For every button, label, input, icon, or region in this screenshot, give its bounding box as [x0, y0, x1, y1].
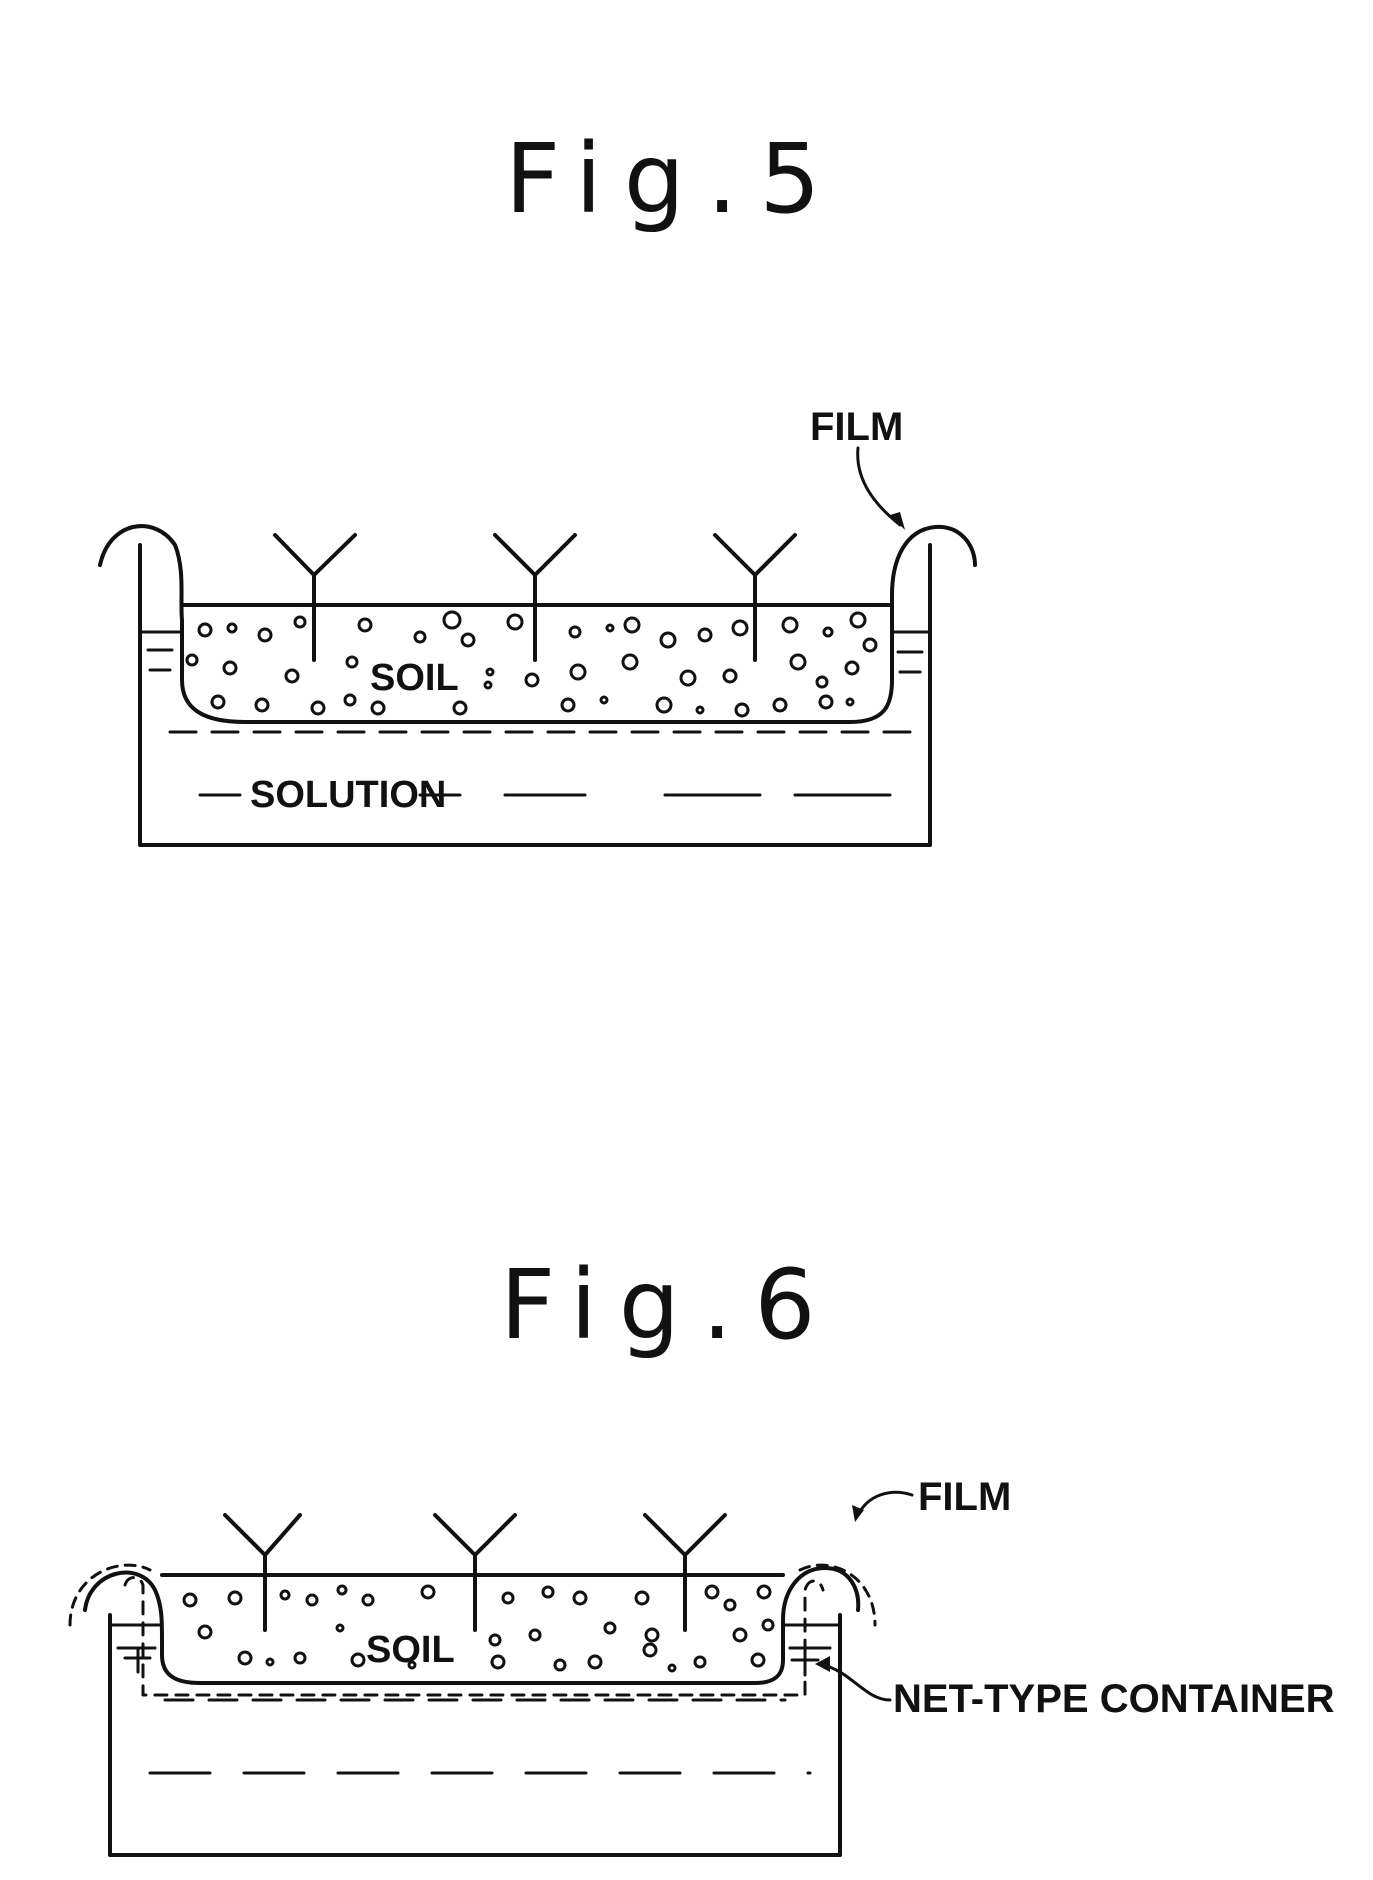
fig6-film-leader-line: [858, 1492, 912, 1515]
fig5-film-label: FILM: [810, 405, 903, 449]
fig6-plant-icon: [225, 1515, 300, 1630]
figure-5: Fig.5: [100, 123, 975, 845]
fig6-net-arrowhead: [815, 1656, 830, 1672]
fig5-plant-icon: [715, 535, 795, 660]
fig6-film-label: FILM: [918, 1475, 1011, 1519]
fig5-film-leader-line: [858, 448, 900, 525]
fig5-soil-label: SOIL: [370, 657, 459, 699]
fig6-title: Fig.6: [500, 1249, 837, 1361]
fig6-film-tray: [85, 1568, 858, 1683]
fig5-solution-label: SOLUTION: [250, 774, 446, 816]
fig6-side-marks: [125, 1650, 818, 1675]
fig5-soil-particles: [187, 612, 876, 716]
fig6-tank: [110, 1615, 840, 1855]
fig5-plant-icon: [495, 535, 575, 660]
fig6-net-container-label: NET-TYPE CONTAINER: [893, 1677, 1335, 1721]
fig5-film-arrowhead: [890, 512, 905, 530]
fig6-net-leader-line: [822, 1665, 890, 1700]
fig6-plant-icon: [435, 1515, 515, 1630]
fig5-plant-icon: [275, 535, 355, 660]
fig5-title: Fig.5: [505, 123, 842, 235]
fig6-plant-icon: [645, 1515, 725, 1630]
figure-6: Fig.6: [70, 1249, 1335, 1855]
fig6-soil-label: SOIL: [366, 1629, 455, 1671]
